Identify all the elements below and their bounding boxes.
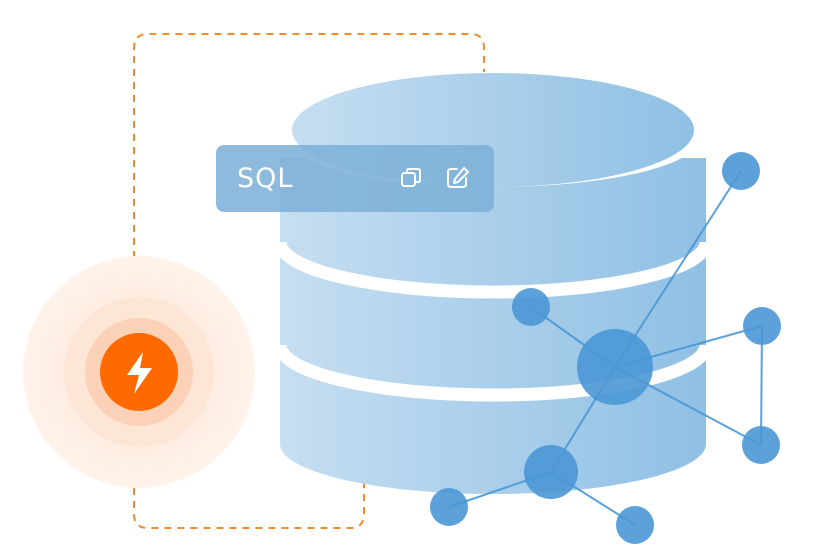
lightning-action-badge[interactable] <box>23 256 255 488</box>
copy-icon[interactable] <box>399 165 425 191</box>
graph-node <box>524 445 578 499</box>
sql-query-card: SQL <box>216 145 494 212</box>
graph-node <box>616 506 654 544</box>
connector-bottom-dashed <box>133 482 365 529</box>
graph-node-hub <box>577 329 653 405</box>
graph-node <box>722 152 760 190</box>
graph-node <box>512 288 550 326</box>
graph-node <box>742 426 780 464</box>
edit-icon[interactable] <box>445 165 471 191</box>
network-graph <box>430 152 781 544</box>
lightning-bolt-icon <box>127 352 152 394</box>
database-cylinder <box>273 73 713 494</box>
graph-node <box>430 488 468 526</box>
connector-top-dashed <box>133 33 485 258</box>
graph-node <box>743 307 781 345</box>
sql-card-title: SQL <box>237 163 294 194</box>
